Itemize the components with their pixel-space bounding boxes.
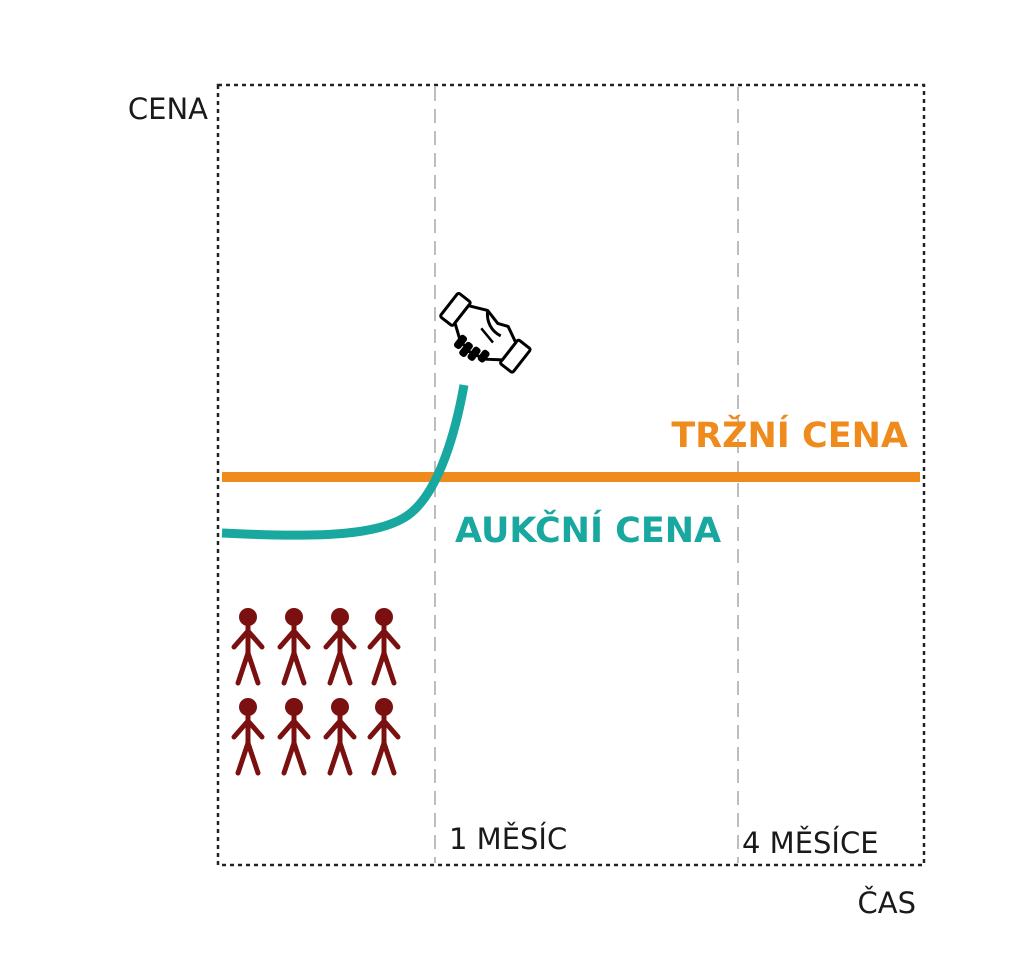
x-axis-label: ČAS: [858, 886, 917, 920]
y-axis-label: CENA: [128, 92, 208, 126]
person-icon: [367, 608, 401, 686]
person-icon: [231, 608, 265, 686]
market-price-label: TRŽNÍ CENA: [671, 414, 908, 456]
person-icon: [323, 608, 357, 686]
bidders-group: [231, 608, 401, 776]
person-icon: [231, 698, 265, 776]
time-mark-4-months: 4 MĚSÍCE: [742, 826, 879, 860]
auction-price-label: AUKČNÍ CENA: [455, 509, 721, 551]
handshake-icon: [439, 291, 532, 374]
person-icon: [277, 698, 311, 776]
person-icon: [323, 698, 357, 776]
person-icon: [367, 698, 401, 776]
person-icon: [277, 608, 311, 686]
auction-price-curve: [221, 384, 469, 540]
plot-frame: [216, 83, 926, 867]
time-mark-1-month: 1 MĚSÍC: [449, 822, 567, 856]
